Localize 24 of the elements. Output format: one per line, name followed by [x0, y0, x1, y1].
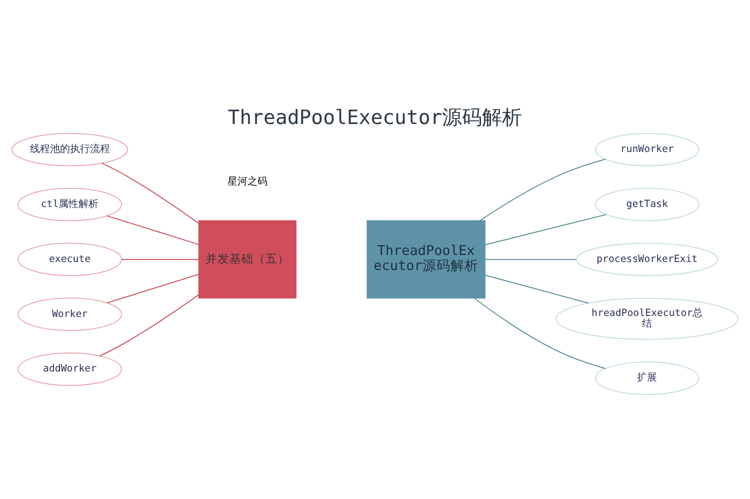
- connector: [106, 274, 200, 304]
- connector: [102, 162, 200, 224]
- node-ellipse: ctl属性解析: [18, 188, 122, 222]
- node-box: 并发基础（五）: [198, 220, 296, 299]
- connector: [484, 274, 589, 304]
- node-ellipse: getTask: [594, 188, 700, 222]
- node-ellipse: addWorker: [18, 352, 122, 386]
- connector: [484, 214, 607, 246]
- connector: [484, 258, 576, 260]
- diagram-title: ThreadPoolExecutor源码解析: [228, 106, 522, 130]
- node-ellipse: runWorker: [594, 132, 700, 166]
- node-box: ThreadPoolExecutor源码解析: [366, 220, 486, 299]
- node-ellipse: Worker: [18, 298, 122, 331]
- connector: [474, 298, 606, 369]
- connector: [99, 294, 200, 356]
- node-ellipse: 扩展: [594, 362, 700, 395]
- connector: [121, 258, 200, 260]
- connector: [480, 158, 606, 222]
- label: 星河之码: [227, 176, 268, 188]
- node-ellipse: processWorkerExit: [576, 242, 718, 276]
- connector: [106, 215, 200, 245]
- node-ellipse: hreadPoolExecutor总结: [556, 298, 739, 340]
- node-ellipse: 线程池的执行流程: [12, 132, 128, 166]
- node-ellipse: execute: [18, 242, 122, 276]
